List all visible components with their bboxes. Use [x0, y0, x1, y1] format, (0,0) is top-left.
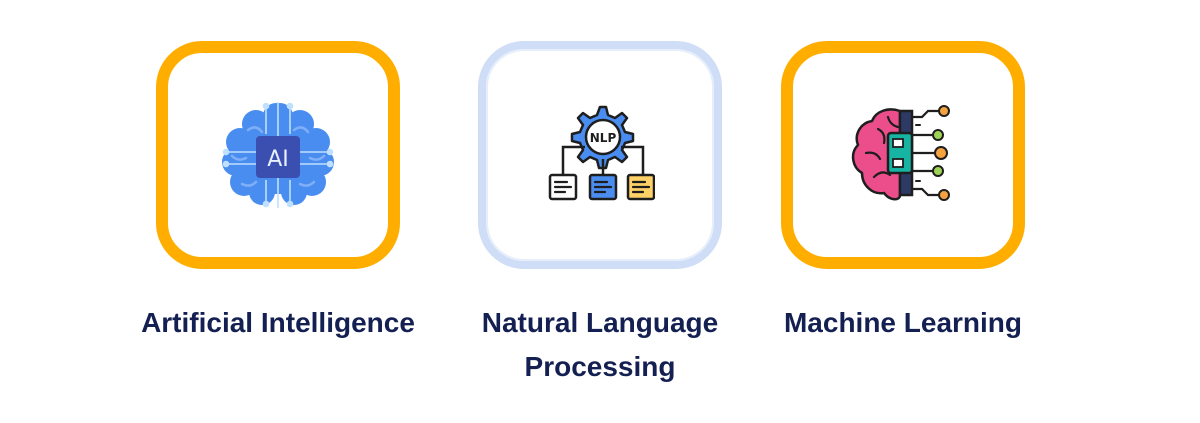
nlp-gear-documents-icon: NLP	[548, 105, 655, 201]
label-line: Machine Learning	[783, 307, 1023, 338]
label-line: Processing	[524, 351, 676, 382]
label-line: Natural Language	[481, 307, 719, 338]
nlp-gear-label: NLP	[590, 131, 617, 145]
card-natural-language-processing[interactable]: NLP Natural La	[440, 41, 760, 389]
label-natural-language-processing: Natural Language Processing	[482, 301, 718, 389]
card-artificial-intelligence[interactable]: AI Artificial Intelligence	[118, 41, 438, 345]
tile-machine-learning[interactable]	[781, 41, 1025, 269]
tile-artificial-intelligence[interactable]: AI	[156, 41, 400, 269]
ai-chip-label: AI	[267, 147, 289, 172]
tile-natural-language-processing[interactable]: NLP	[478, 41, 722, 269]
card-machine-learning[interactable]: Machine Learning	[743, 41, 1063, 345]
label-line: Artificial Intelligence	[141, 307, 415, 338]
ai-brain-icon: AI	[222, 102, 334, 208]
label-machine-learning: Machine Learning	[784, 301, 1022, 345]
machine-learning-brain-circuit-icon	[851, 105, 950, 201]
label-artificial-intelligence: Artificial Intelligence	[141, 301, 415, 345]
